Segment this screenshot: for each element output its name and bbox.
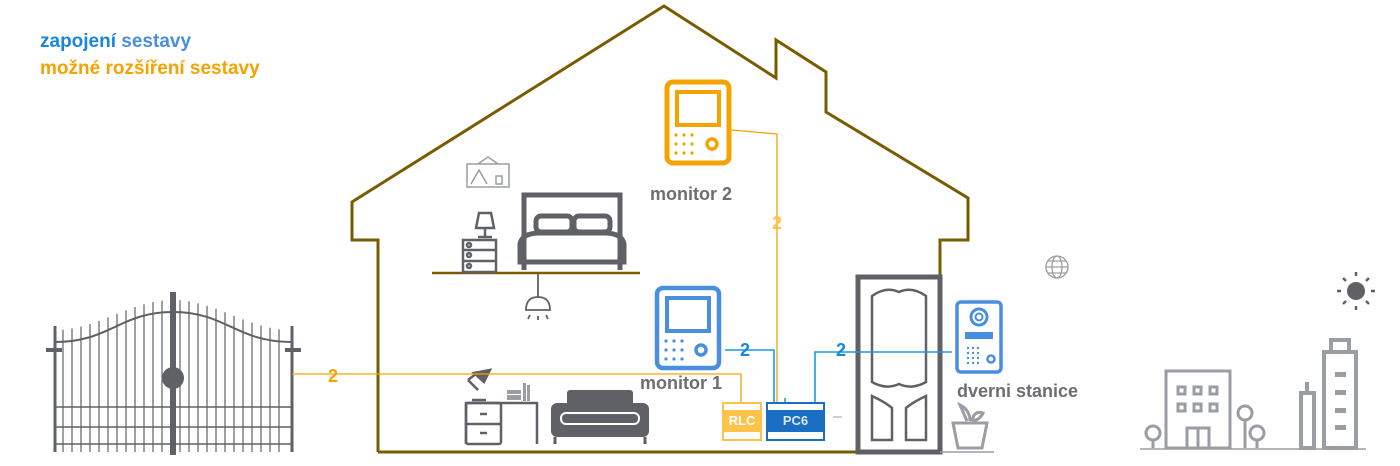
legend-extension: možné rozšíření sestavy (40, 58, 260, 79)
extension-wiring (292, 129, 778, 412)
sofa-icon (551, 390, 649, 444)
legend-connection-word1: zapojení (40, 31, 117, 52)
desk-icon (464, 368, 539, 446)
wire-monitor2-pc6 (731, 129, 778, 412)
ceiling-lamp-icon (525, 274, 551, 320)
rlc-module[interactable] (722, 402, 762, 441)
bed-icon (517, 192, 627, 270)
wire-count-door-station: 2 (836, 340, 847, 360)
door-icon (855, 274, 943, 455)
legend: zapojení sestavy možné rozšíření sestavy (40, 28, 260, 82)
office-building-icon (1144, 369, 1266, 450)
wire-count-monitor1: 2 (740, 340, 751, 360)
wire-gate-rlc (292, 373, 742, 412)
plant-icon (951, 401, 989, 450)
globe-icon (1045, 255, 1069, 279)
house-outline (350, 4, 970, 452)
rlc-label: RLC (728, 413, 756, 428)
monitor1-icon[interactable] (654, 285, 722, 371)
wire-count-monitor2: 2 (772, 213, 783, 233)
pc6-label: PC6 (782, 413, 809, 428)
sun-icon (1337, 272, 1375, 310)
legend-connection-word2: sestavy (121, 31, 192, 52)
wire-monitor1-pc6 (725, 349, 775, 412)
wire-count-gate: 2 (328, 366, 339, 386)
monitor1-label: monitor 1 (640, 373, 723, 393)
wire-door-station-pc6 (814, 351, 952, 412)
skyscraper-icon (1299, 338, 1358, 450)
door-station-icon[interactable] (955, 300, 1003, 374)
picture-frame-icon (466, 156, 510, 188)
pc6-module[interactable] (766, 402, 825, 441)
door-station-label: dverni stanice (957, 381, 1079, 401)
nightstand-icon (461, 211, 498, 274)
gate-icon (46, 292, 301, 455)
monitor2-label: monitor 2 (650, 184, 733, 204)
monitor2-icon[interactable] (664, 79, 732, 166)
